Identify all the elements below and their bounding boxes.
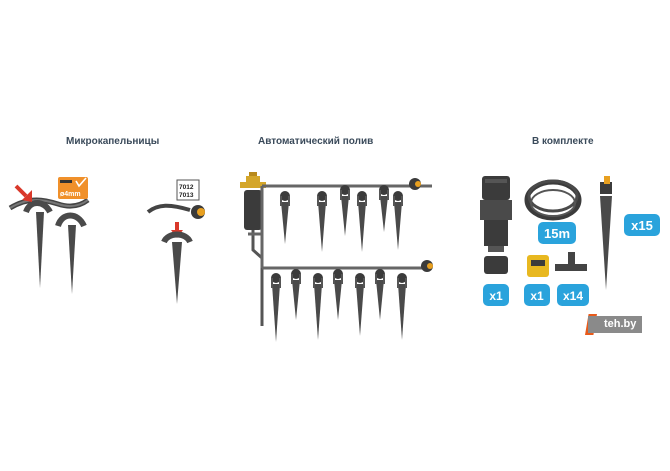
dripper-connector	[271, 273, 281, 283]
tube-coil-part	[524, 179, 582, 221]
tube-diameter-badge: ø4mm	[58, 177, 88, 199]
svg-text:x1: x1	[489, 289, 503, 303]
dripper-connector	[379, 185, 389, 195]
badge-dripper-count: x15	[624, 214, 660, 236]
dripper-tube	[280, 196, 290, 206]
dripper-stake	[394, 202, 402, 250]
dripper-connector	[375, 269, 385, 279]
watermark-logo: teh.by	[588, 316, 643, 333]
dripper-tube	[317, 196, 327, 206]
svg-text:x14: x14	[563, 289, 583, 303]
dripper-tube	[291, 274, 301, 284]
dripper-stake	[380, 196, 388, 232]
dripper-stake	[281, 202, 289, 244]
svg-text:ø4mm: ø4mm	[60, 191, 81, 198]
dripper-stake	[172, 242, 182, 304]
dripper-connector	[355, 273, 365, 283]
dripper-tube	[393, 196, 403, 206]
upper-dripper-row	[280, 185, 403, 252]
part-code-7012: 7012	[179, 184, 194, 191]
section-title-auto-watering: Автоматический полив	[258, 136, 374, 147]
dripper-tube	[375, 274, 385, 284]
micro-dripper-group-1	[8, 184, 90, 294]
watering-system-diagram	[240, 172, 433, 326]
svg-text:x15: x15	[631, 218, 653, 233]
kit-dripper-part	[600, 176, 612, 290]
dripper-stake	[341, 196, 349, 236]
dripper-tube	[271, 278, 281, 288]
dripper-connector	[317, 191, 327, 201]
section-title-in-kit: В комплекте	[532, 136, 594, 147]
tee-connector-part	[555, 252, 587, 271]
dripper-connector	[397, 273, 407, 283]
svg-text:x1: x1	[530, 289, 544, 303]
dripper-stake	[334, 280, 342, 320]
svg-text:15m: 15m	[544, 226, 570, 241]
badge-faucet-adapter-count: x1	[483, 284, 509, 306]
dripper-connector	[280, 191, 290, 201]
dripper-connector	[340, 185, 350, 195]
dripper-connector	[393, 191, 403, 201]
dripper-tube	[333, 274, 343, 284]
dripper-stake	[36, 212, 44, 288]
badge-tee-count: x14	[557, 284, 589, 306]
dripper-connector	[291, 269, 301, 279]
check-icon	[75, 177, 87, 188]
section-title-micro-drippers: Микрокапельницы	[66, 136, 160, 147]
dripper-stake	[318, 202, 326, 252]
dripper-stake	[272, 284, 280, 342]
insert-arrow-icon	[14, 184, 32, 202]
dripper-stake	[356, 284, 364, 336]
dripper-connector	[333, 269, 343, 279]
dripper-stake	[68, 225, 76, 294]
part-code-7013: 7013	[179, 192, 194, 199]
dripper-stake	[292, 280, 300, 320]
micro-dripper-group-2: 7012 7013	[146, 179, 205, 304]
dripper-tube	[355, 278, 365, 288]
dripper-stake	[314, 284, 322, 340]
quick-connector-part	[527, 255, 549, 277]
dripper-connector	[313, 273, 323, 283]
faucet-icon	[240, 172, 266, 230]
faucet-adapter-part	[480, 176, 512, 274]
dripper-tube	[357, 196, 367, 206]
dripper-tube	[397, 278, 407, 288]
dripper-stake	[358, 202, 366, 252]
dripper-tube	[379, 190, 389, 200]
dripper-stake	[376, 280, 384, 320]
lower-dripper-row	[271, 269, 407, 342]
dripper-connector	[357, 191, 367, 201]
dripper-tube	[313, 278, 323, 288]
badge-tube-length: 15m	[538, 222, 576, 244]
badge-quick-connector-count: x1	[524, 284, 550, 306]
dripper-tube	[340, 190, 350, 200]
dripper-stake	[398, 284, 406, 340]
